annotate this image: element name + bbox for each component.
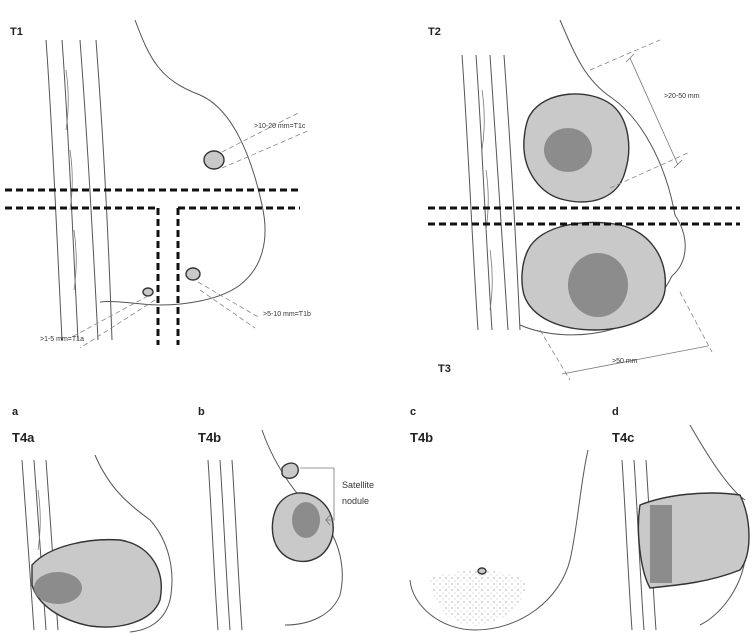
- panel-t1-label: T1: [10, 26, 23, 38]
- breast-outline: [100, 20, 265, 305]
- panel-c: c T4b: [410, 406, 588, 630]
- annotation-t3: >50 mm: [612, 358, 638, 365]
- panel-t2-label: T2: [428, 26, 441, 38]
- panel-b: b T4b Satellite nodule: [198, 406, 374, 630]
- peau-d-orange-area: [430, 571, 526, 626]
- panel-b-letter: b: [198, 406, 205, 418]
- satellite-nodule: [282, 463, 298, 478]
- annotation-nodule: nodule: [342, 496, 369, 506]
- chest-wall-t2: [462, 55, 520, 330]
- panel-t3-label: T3: [438, 363, 451, 375]
- tumor-t1b: [186, 268, 200, 280]
- annotation-t1a: >1-5 mm=T1a: [40, 336, 84, 343]
- annotation-satellite: Satellite: [342, 480, 374, 490]
- chest-wall-b: [208, 460, 242, 630]
- tumor-t1a: [143, 288, 153, 296]
- panel-c-label: T4b: [410, 430, 433, 445]
- tumor-t1c: [204, 151, 224, 169]
- panel-a-label: T4a: [12, 430, 35, 445]
- panel-d-label: T4c: [612, 430, 634, 445]
- panel-d: d T4c: [612, 406, 749, 630]
- panel-a-letter: a: [12, 406, 19, 418]
- panel-d-letter: d: [612, 406, 619, 418]
- annotation-t1c: >10-20 mm=T1c: [254, 123, 306, 130]
- annotation-t1b: >5-10 mm=T1b: [263, 311, 311, 318]
- skin-lesion: [478, 568, 486, 574]
- panel-b-label: T4b: [198, 430, 221, 445]
- panel-t2-t3: T2 T3 >20-50 mm >50 mm: [428, 20, 740, 380]
- panel-c-letter: c: [410, 406, 416, 418]
- panel-t1: T1 >10-20 mm=T1c >5-10 mm=T1b >1-5 mm=T1…: [5, 20, 311, 348]
- panel-a: a T4a: [12, 406, 172, 632]
- annotation-t2: >20-50 mm: [664, 93, 700, 100]
